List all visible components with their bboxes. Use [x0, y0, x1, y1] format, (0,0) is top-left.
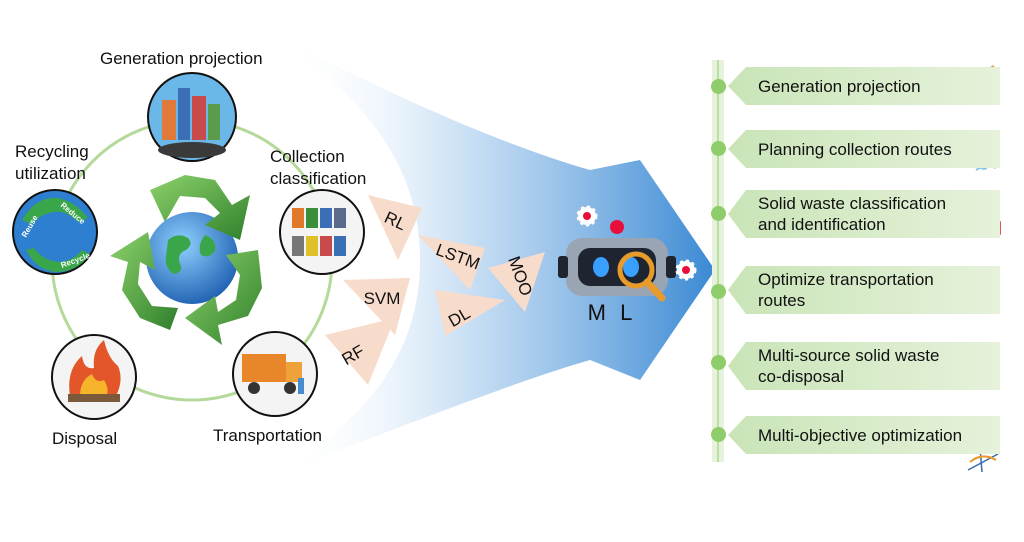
application-item-text: Optimize transportation routes [758, 266, 934, 314]
application-item: Generation projection [728, 67, 1000, 105]
recycle-symbol-icon [110, 175, 262, 345]
cycle-label-collection: Collection classification [270, 146, 366, 190]
application-item-bg [728, 67, 1000, 105]
timeline-dot [711, 141, 726, 156]
application-label-line1: Multi-source solid waste [758, 346, 940, 365]
timeline-dot [711, 355, 726, 370]
robot-icon [558, 205, 697, 302]
application-label: Multi-objective optimization [758, 425, 963, 445]
beam-shape [285, 40, 715, 470]
application-item-text: Multi-objective optimization [758, 416, 962, 454]
application-label-line2: and identification [758, 215, 886, 234]
application-label-line2: co-disposal [758, 367, 844, 386]
method-svm: SVM [364, 289, 401, 308]
timeline-dot [711, 284, 726, 299]
application-item-text: Generation projection [758, 67, 921, 105]
triangle-moo [488, 252, 545, 312]
application-label-line1: Solid waste classification [758, 194, 947, 213]
application-item-text: Solid waste classification and identific… [758, 190, 946, 238]
robot-label: M L [588, 300, 637, 325]
application-item: Planning collection routes [728, 130, 1000, 168]
application-item-text: Multi-source solid waste co-disposal [758, 342, 939, 390]
application-item-bg [728, 130, 1000, 168]
application-label: Generation projection [758, 76, 921, 96]
cycle-label-generation: Generation projection [100, 49, 263, 68]
timeline-dot [711, 79, 726, 94]
application-item: Multi-source solid waste co-disposal [728, 342, 1000, 390]
garbage-truck-icon [232, 331, 318, 417]
timeline-dot [711, 427, 726, 442]
triangle-rl [368, 195, 422, 260]
disposal-fire-icon [51, 334, 137, 420]
cycle-label-recycling-line2: utilization [15, 164, 86, 183]
application-item-bg [728, 342, 1000, 390]
triangle-lstm [418, 235, 485, 290]
triangle-rf [325, 318, 395, 385]
cycle-label-recycling-line1: Recycling [15, 142, 89, 161]
recycling-globe-icon [12, 189, 98, 275]
application-item-bg [728, 266, 1000, 314]
application-label: Planning collection routes [758, 139, 952, 159]
cycle-label-collection-line1: Collection [270, 147, 345, 166]
cycle-label-collection-line2: classification [270, 169, 367, 188]
application-item: Solid waste classification and identific… [728, 190, 1000, 238]
collection-bins-icon [279, 189, 365, 275]
application-item: Multi-objective optimization [728, 416, 1000, 454]
method-triangles [325, 195, 545, 385]
cycle-label-transportation: Transportation [213, 426, 322, 445]
timeline-dot [711, 206, 726, 221]
application-label-line2: routes [758, 291, 806, 310]
cycle-label-disposal: Disposal [52, 429, 118, 448]
triangle-dl [435, 290, 505, 336]
application-item-bg [728, 190, 1000, 238]
generation-node-icon [147, 72, 237, 162]
application-item: Optimize transportation routes [728, 266, 1000, 314]
application-item-text: Planning collection routes [758, 130, 952, 168]
application-label-line1: Optimize transportation [758, 270, 934, 289]
application-item-bg [728, 416, 1000, 454]
cycle-label-recycling: Recycling utilization [15, 141, 89, 185]
